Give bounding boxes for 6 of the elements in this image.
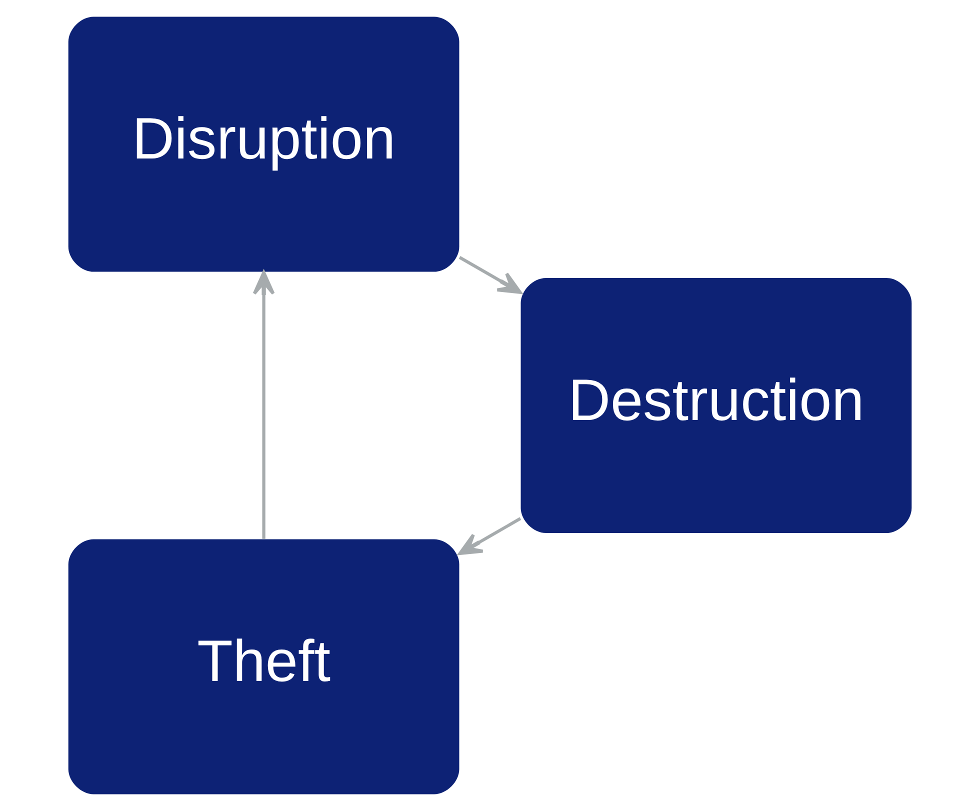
arrow <box>458 517 522 556</box>
node-box: Destruction <box>520 278 912 533</box>
node-box: Disruption <box>68 16 460 272</box>
node-box: Theft <box>68 539 460 794</box>
arrow <box>252 271 275 539</box>
arrow <box>458 256 522 294</box>
